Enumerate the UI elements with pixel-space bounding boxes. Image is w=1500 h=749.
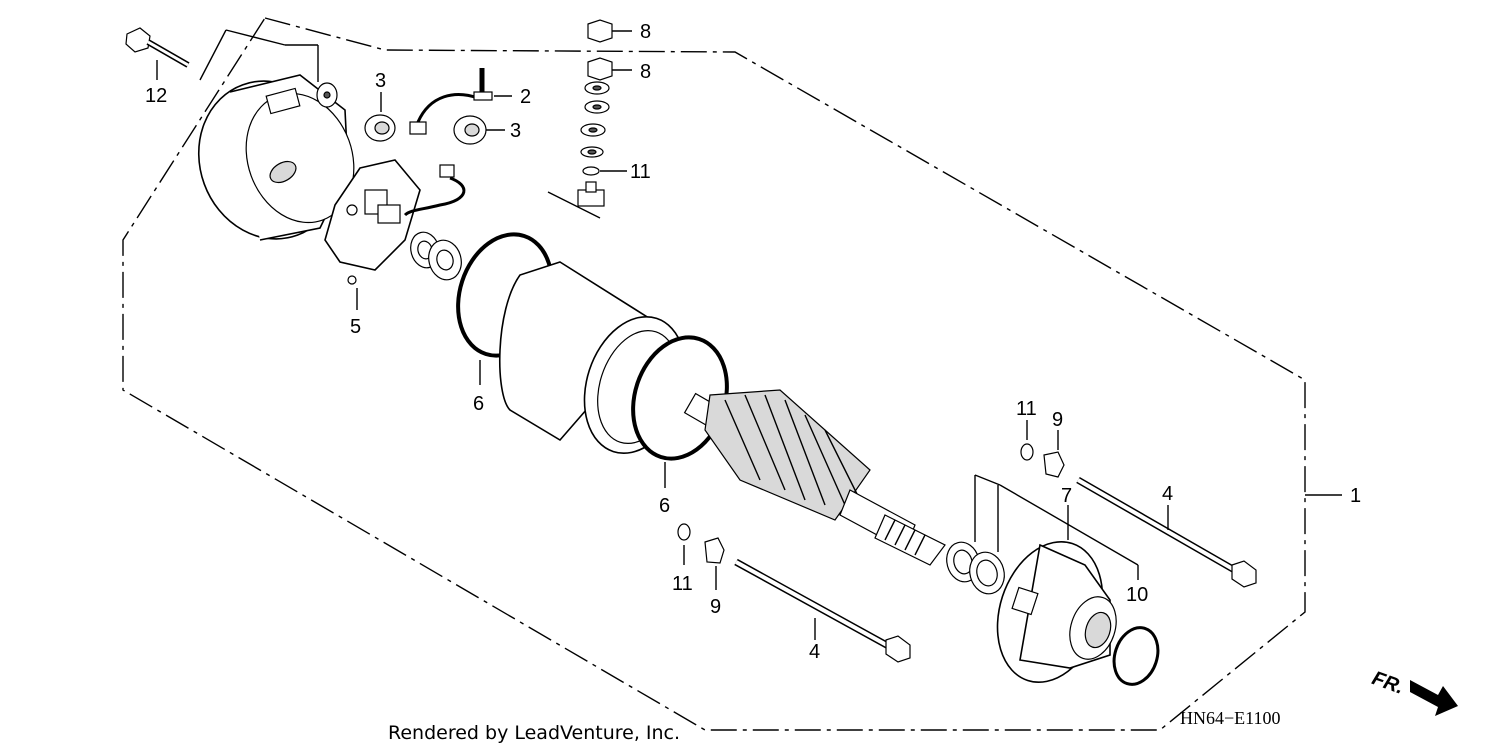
guide-line xyxy=(547,191,601,219)
insulator-9-lower xyxy=(704,537,725,564)
o-ring-10 xyxy=(1112,626,1160,686)
front-cover xyxy=(996,541,1117,683)
callout-8b: 8 xyxy=(640,61,651,83)
through-bolt-lower xyxy=(734,558,911,663)
callout-3a: 3 xyxy=(375,70,386,92)
callout-11c: 11 xyxy=(630,161,651,183)
washer-11-lower xyxy=(677,523,691,541)
terminal-nut-stack xyxy=(577,19,613,207)
callout-2: 2 xyxy=(520,86,531,108)
fr-label: FR. xyxy=(1369,667,1407,699)
diagram-code: HN64−E1100 xyxy=(1180,708,1280,728)
thrust-washers xyxy=(410,231,462,281)
callout-12: 12 xyxy=(145,85,167,107)
insulator-9-upper xyxy=(1043,451,1065,478)
callout-4a: 4 xyxy=(1162,483,1173,505)
guide-line xyxy=(999,484,1139,566)
callout-9a: 9 xyxy=(710,596,721,618)
callout-8a: 8 xyxy=(640,21,651,43)
bolt-12 xyxy=(125,27,190,68)
assembly-boundary xyxy=(122,17,1306,731)
brush-spring-left xyxy=(364,114,396,142)
callout-10: 10 xyxy=(1126,584,1148,606)
callout-1: 1 xyxy=(1350,485,1361,507)
guide-line xyxy=(974,474,1001,486)
brush-spring-right xyxy=(453,115,487,145)
brush-set xyxy=(403,68,493,217)
callout-11a: 11 xyxy=(672,573,693,595)
callout-3b: 3 xyxy=(510,120,521,142)
callout-6a: 6 xyxy=(473,393,484,415)
washer-11-upper xyxy=(1020,443,1034,461)
footer-credit: Rendered by LeadVenture, Inc. xyxy=(388,722,680,744)
armature xyxy=(683,389,946,566)
callout-7: 7 xyxy=(1061,485,1072,507)
callout-5: 5 xyxy=(350,316,361,338)
callout-4b: 4 xyxy=(809,641,820,663)
through-bolt-upper xyxy=(1076,476,1257,588)
front-direction-arrow xyxy=(1410,680,1458,716)
callout-6b: 6 xyxy=(659,495,670,517)
brush-holder xyxy=(324,159,421,285)
rear-cover xyxy=(197,74,355,241)
callout-9b: 9 xyxy=(1052,409,1063,431)
front-washers xyxy=(946,541,1005,595)
guide-line xyxy=(199,29,227,81)
guide-line xyxy=(225,29,286,46)
callout-11b: 11 xyxy=(1016,398,1037,420)
